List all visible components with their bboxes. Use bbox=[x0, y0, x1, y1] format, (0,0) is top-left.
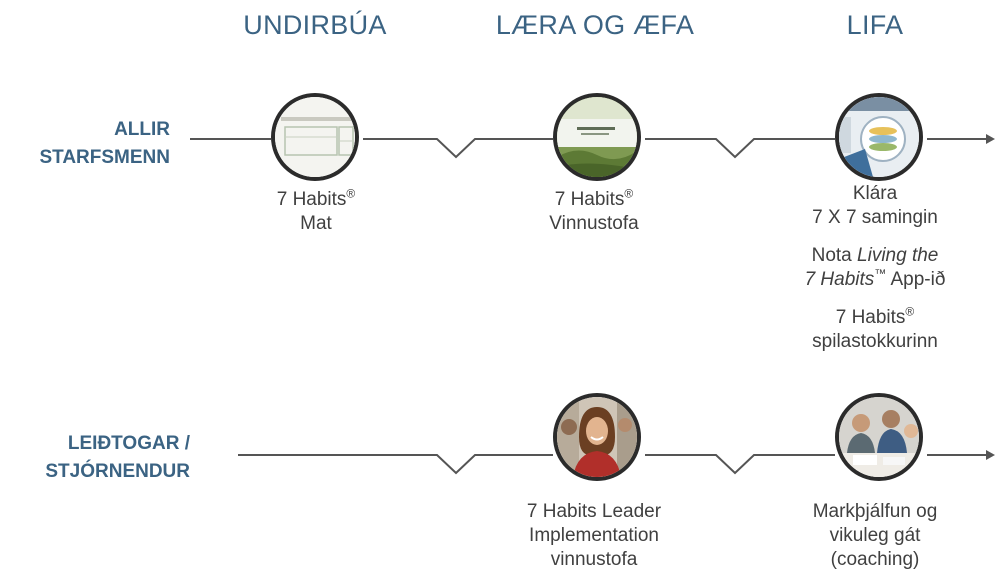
caption-cards-line2: spilastokkurinn bbox=[812, 331, 938, 352]
caption-finish-line1: Klára bbox=[852, 183, 898, 204]
coaching-meeting-photo bbox=[839, 397, 919, 477]
arrowhead-all-staff bbox=[986, 134, 995, 144]
caption-app-italic1: Living the bbox=[857, 245, 939, 266]
caption-workshop-line2: Vinnustofa bbox=[549, 213, 639, 234]
habits-wheel-image bbox=[839, 97, 919, 177]
caption-assessment-line1: 7 Habits bbox=[276, 189, 347, 210]
registered-mark: ® bbox=[624, 186, 634, 201]
caption-leader-workshop: 7 Habits Leader Implementation vinnustof… bbox=[484, 500, 704, 572]
app-thumbnail bbox=[835, 93, 923, 181]
caption-live-actions: Klára 7 X 7 samingin Nota Living the 7 H… bbox=[765, 182, 985, 354]
coaching-thumbnail bbox=[835, 393, 923, 481]
timeline-all-staff-seg2 bbox=[363, 138, 553, 159]
phase-prepare: UNDIRBÚA bbox=[243, 10, 387, 40]
assessment-thumbnail bbox=[271, 93, 359, 181]
arrowhead-leaders bbox=[986, 450, 995, 460]
caption-assessment-line2: Mat bbox=[300, 213, 332, 234]
smiling-woman-photo bbox=[557, 397, 637, 477]
row-label-all-staff-line2: STARFSMENN bbox=[39, 147, 170, 168]
registered-mark: ® bbox=[346, 186, 356, 201]
caption-app-suffix: App-ið bbox=[886, 269, 946, 290]
caption-workshop: 7 Habits® Vinnustofa bbox=[484, 188, 704, 236]
trademark-mark: ™ bbox=[874, 266, 887, 281]
timeline-leaders-seg2 bbox=[645, 454, 835, 475]
timeline-all-staff-seg3 bbox=[645, 138, 835, 159]
caption-app-prefix: Nota bbox=[811, 245, 858, 266]
caption-workshop-line1: 7 Habits bbox=[554, 189, 625, 210]
leader-workshop-thumbnail bbox=[553, 393, 641, 481]
phase-live: LIFA bbox=[846, 10, 904, 40]
phase-learn-practice: LÆRA OG ÆFA bbox=[495, 10, 695, 40]
workshop-thumbnail bbox=[553, 93, 641, 181]
caption-assessment: 7 Habits® Mat bbox=[206, 188, 426, 236]
row-label-all-staff: ALLIR STARFSMENN bbox=[0, 116, 170, 172]
assessment-form-image bbox=[275, 97, 355, 177]
caption-finish-line2: 7 X 7 samingin bbox=[812, 207, 938, 228]
caption-coaching-line1: Markþjálfun og bbox=[812, 501, 938, 522]
caption-app-italic2: 7 Habits bbox=[804, 269, 875, 290]
registered-mark: ® bbox=[905, 304, 915, 319]
row-label-leaders-line2: STJÓRNENDUR bbox=[45, 461, 190, 482]
caption-coaching-line3: (coaching) bbox=[830, 549, 920, 570]
caption-leader-line3: vinnustofa bbox=[550, 549, 638, 570]
caption-coaching: Markþjálfun og vikuleg gát (coaching) bbox=[765, 500, 985, 572]
workshop-cover-image bbox=[557, 97, 637, 177]
caption-cards-line1: 7 Habits bbox=[835, 307, 906, 328]
row-label-all-staff-line1: ALLIR bbox=[114, 119, 170, 140]
caption-leader-line1: 7 Habits Leader bbox=[526, 501, 662, 522]
row-label-leaders-line1: LEIÐTOGAR / bbox=[67, 433, 190, 454]
row-label-leaders: LEIÐTOGAR / STJÓRNENDUR bbox=[0, 430, 190, 486]
timeline-leaders bbox=[238, 454, 553, 475]
caption-coaching-line2: vikuleg gát bbox=[829, 525, 921, 546]
caption-leader-line2: Implementation bbox=[529, 525, 659, 546]
